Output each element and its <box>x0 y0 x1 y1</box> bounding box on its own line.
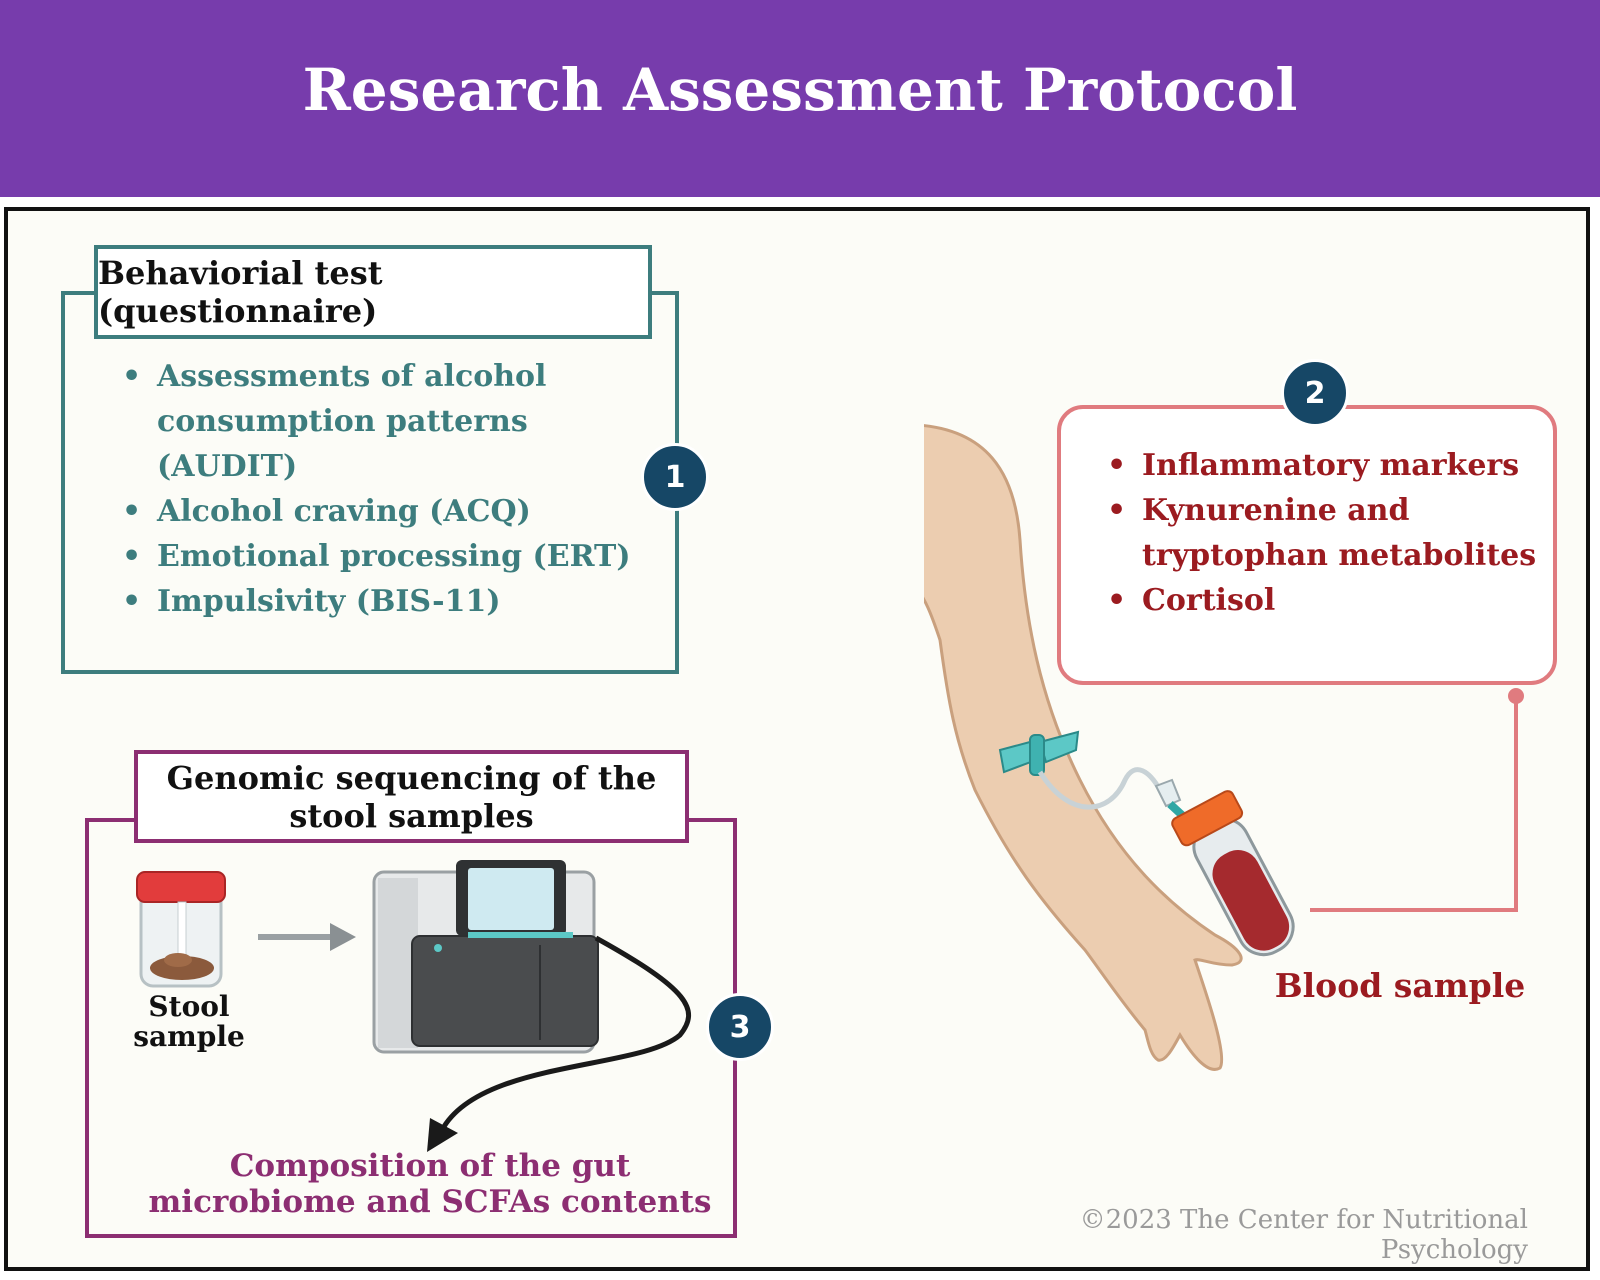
step-badge-2: 2 <box>1281 359 1349 427</box>
copyright-notice: ©2023 The Center for Nutritional Psychol… <box>1079 1205 1528 1265</box>
sequencer-to-result-arrow <box>427 935 691 1152</box>
list-item: Inflammatory markers <box>1107 443 1547 488</box>
blood-connector <box>1310 688 1524 912</box>
blood-tube <box>1171 790 1295 957</box>
list-item: Cortisol <box>1107 578 1547 623</box>
list-item: Impulsivity (BIS-11) <box>122 579 642 624</box>
behavioral-test-heading: Behaviorial test (questionnaire) <box>94 245 652 339</box>
stool-jar-illustration <box>136 871 226 988</box>
header-bar <box>0 0 1600 197</box>
jar-to-sequencer-arrow <box>258 923 356 951</box>
sequencer-illustration <box>372 860 599 1054</box>
list-item: Kynurenine and tryptophan metabolites <box>1107 488 1547 578</box>
step-badge-1: 1 <box>641 443 709 511</box>
list-item: Alcohol craving (ACQ) <box>122 489 642 534</box>
stool-sample-label: Stool sample <box>133 990 245 1053</box>
page-title: Research Assessment Protocol <box>302 56 1298 124</box>
genomic-sequencing-heading: Genomic sequencing of the stool samples <box>134 750 689 843</box>
behavioral-test-list: Assessments of alcohol consumption patte… <box>122 354 642 624</box>
step-badge-3: 3 <box>706 993 774 1061</box>
blood-sample-label: Blood sample <box>1274 966 1526 1005</box>
list-item: Emotional processing (ERT) <box>122 534 642 579</box>
microbiome-result-label: Composition of the gut microbiome and SC… <box>148 1148 712 1220</box>
blood-markers-list: Inflammatory markers Kynurenine and tryp… <box>1107 443 1547 623</box>
list-item: Assessments of alcohol consumption patte… <box>122 354 642 489</box>
arm-illustration <box>900 420 1243 1071</box>
